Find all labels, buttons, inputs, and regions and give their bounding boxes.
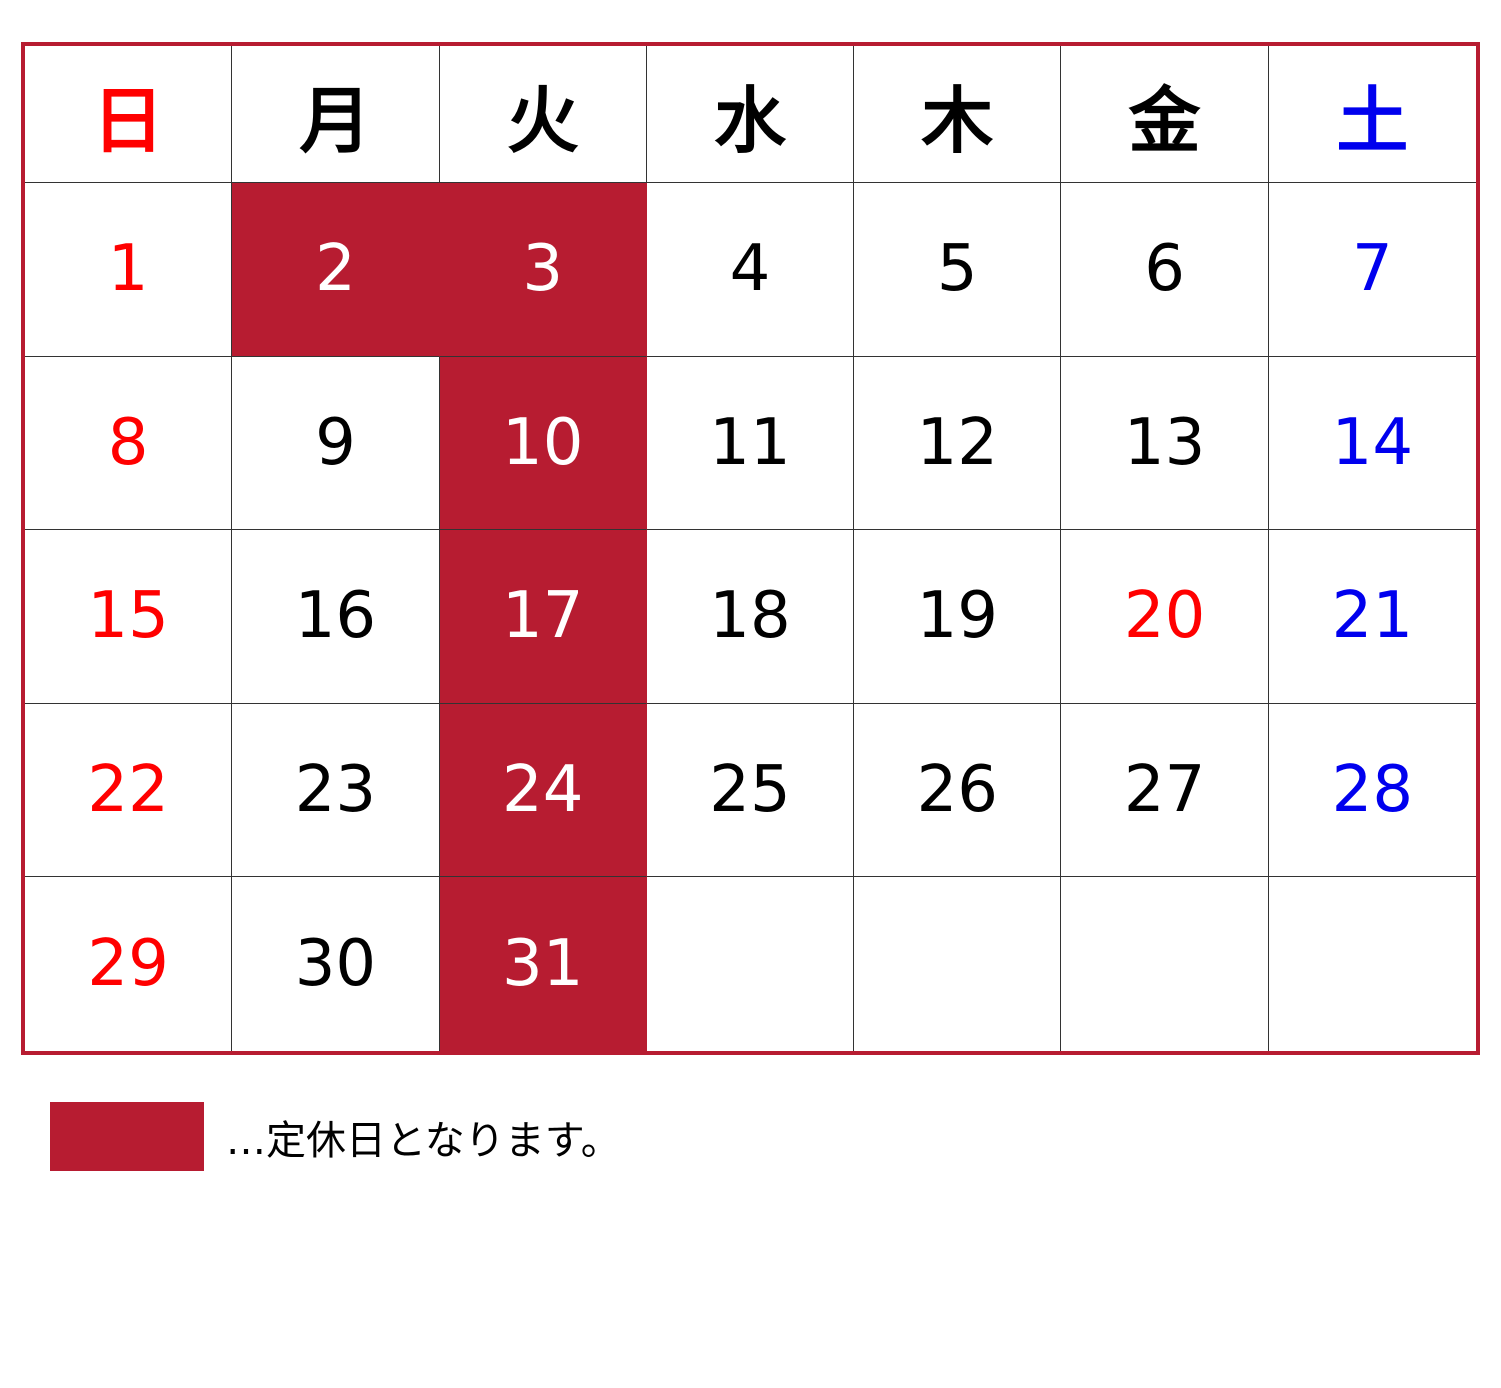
day-cell: 6 xyxy=(1061,183,1269,357)
day-cell: 24 xyxy=(439,703,647,878)
weekday-header-2: 火 xyxy=(439,46,647,183)
day-cell: 8 xyxy=(25,356,233,531)
day-cell: 11 xyxy=(646,356,855,531)
day-cell: 29 xyxy=(25,877,233,1051)
day-cell: 20 xyxy=(1061,530,1269,704)
day-cell: 2 xyxy=(232,183,440,357)
day-cell: 30 xyxy=(232,877,440,1051)
day-cell: 1 xyxy=(25,183,233,357)
weekday-header-3: 水 xyxy=(646,46,855,183)
legend-text: …定休日となります。 xyxy=(226,1117,621,1164)
day-cell: 5 xyxy=(854,183,1062,357)
day-cell: 19 xyxy=(854,530,1062,704)
weekday-header-1: 月 xyxy=(232,46,440,183)
legend: …定休日となります。 xyxy=(50,1102,621,1171)
weekday-header-4: 木 xyxy=(854,46,1062,183)
empty-day-cell xyxy=(1269,877,1476,1051)
day-cell: 22 xyxy=(25,703,233,878)
day-cell: 15 xyxy=(25,530,233,704)
day-cell: 4 xyxy=(646,183,855,357)
day-cell: 9 xyxy=(232,356,440,531)
day-cell: 7 xyxy=(1268,183,1476,357)
day-cell: 25 xyxy=(646,703,855,878)
day-cell: 17 xyxy=(439,530,647,704)
day-cell: 16 xyxy=(232,530,440,704)
weekday-header-5: 金 xyxy=(1061,46,1269,183)
empty-day-cell xyxy=(854,877,1062,1051)
day-cell: 23 xyxy=(232,703,440,878)
day-cell: 10 xyxy=(439,356,647,531)
legend-closed-swatch xyxy=(50,1102,204,1171)
weekday-header-0: 日 xyxy=(25,46,233,183)
day-cell: 27 xyxy=(1061,703,1269,878)
weekday-header-6: 土 xyxy=(1268,46,1476,183)
day-cell: 14 xyxy=(1268,357,1476,531)
empty-day-cell xyxy=(1061,877,1269,1051)
day-cell: 12 xyxy=(854,356,1062,531)
day-cell: 21 xyxy=(1268,530,1476,704)
empty-day-cell xyxy=(647,877,855,1051)
day-cell: 26 xyxy=(854,703,1062,878)
day-cell: 18 xyxy=(646,530,855,704)
day-cell: 31 xyxy=(439,877,647,1051)
day-cell: 28 xyxy=(1268,704,1476,878)
day-cell: 13 xyxy=(1061,356,1269,531)
day-cell: 3 xyxy=(439,183,647,357)
